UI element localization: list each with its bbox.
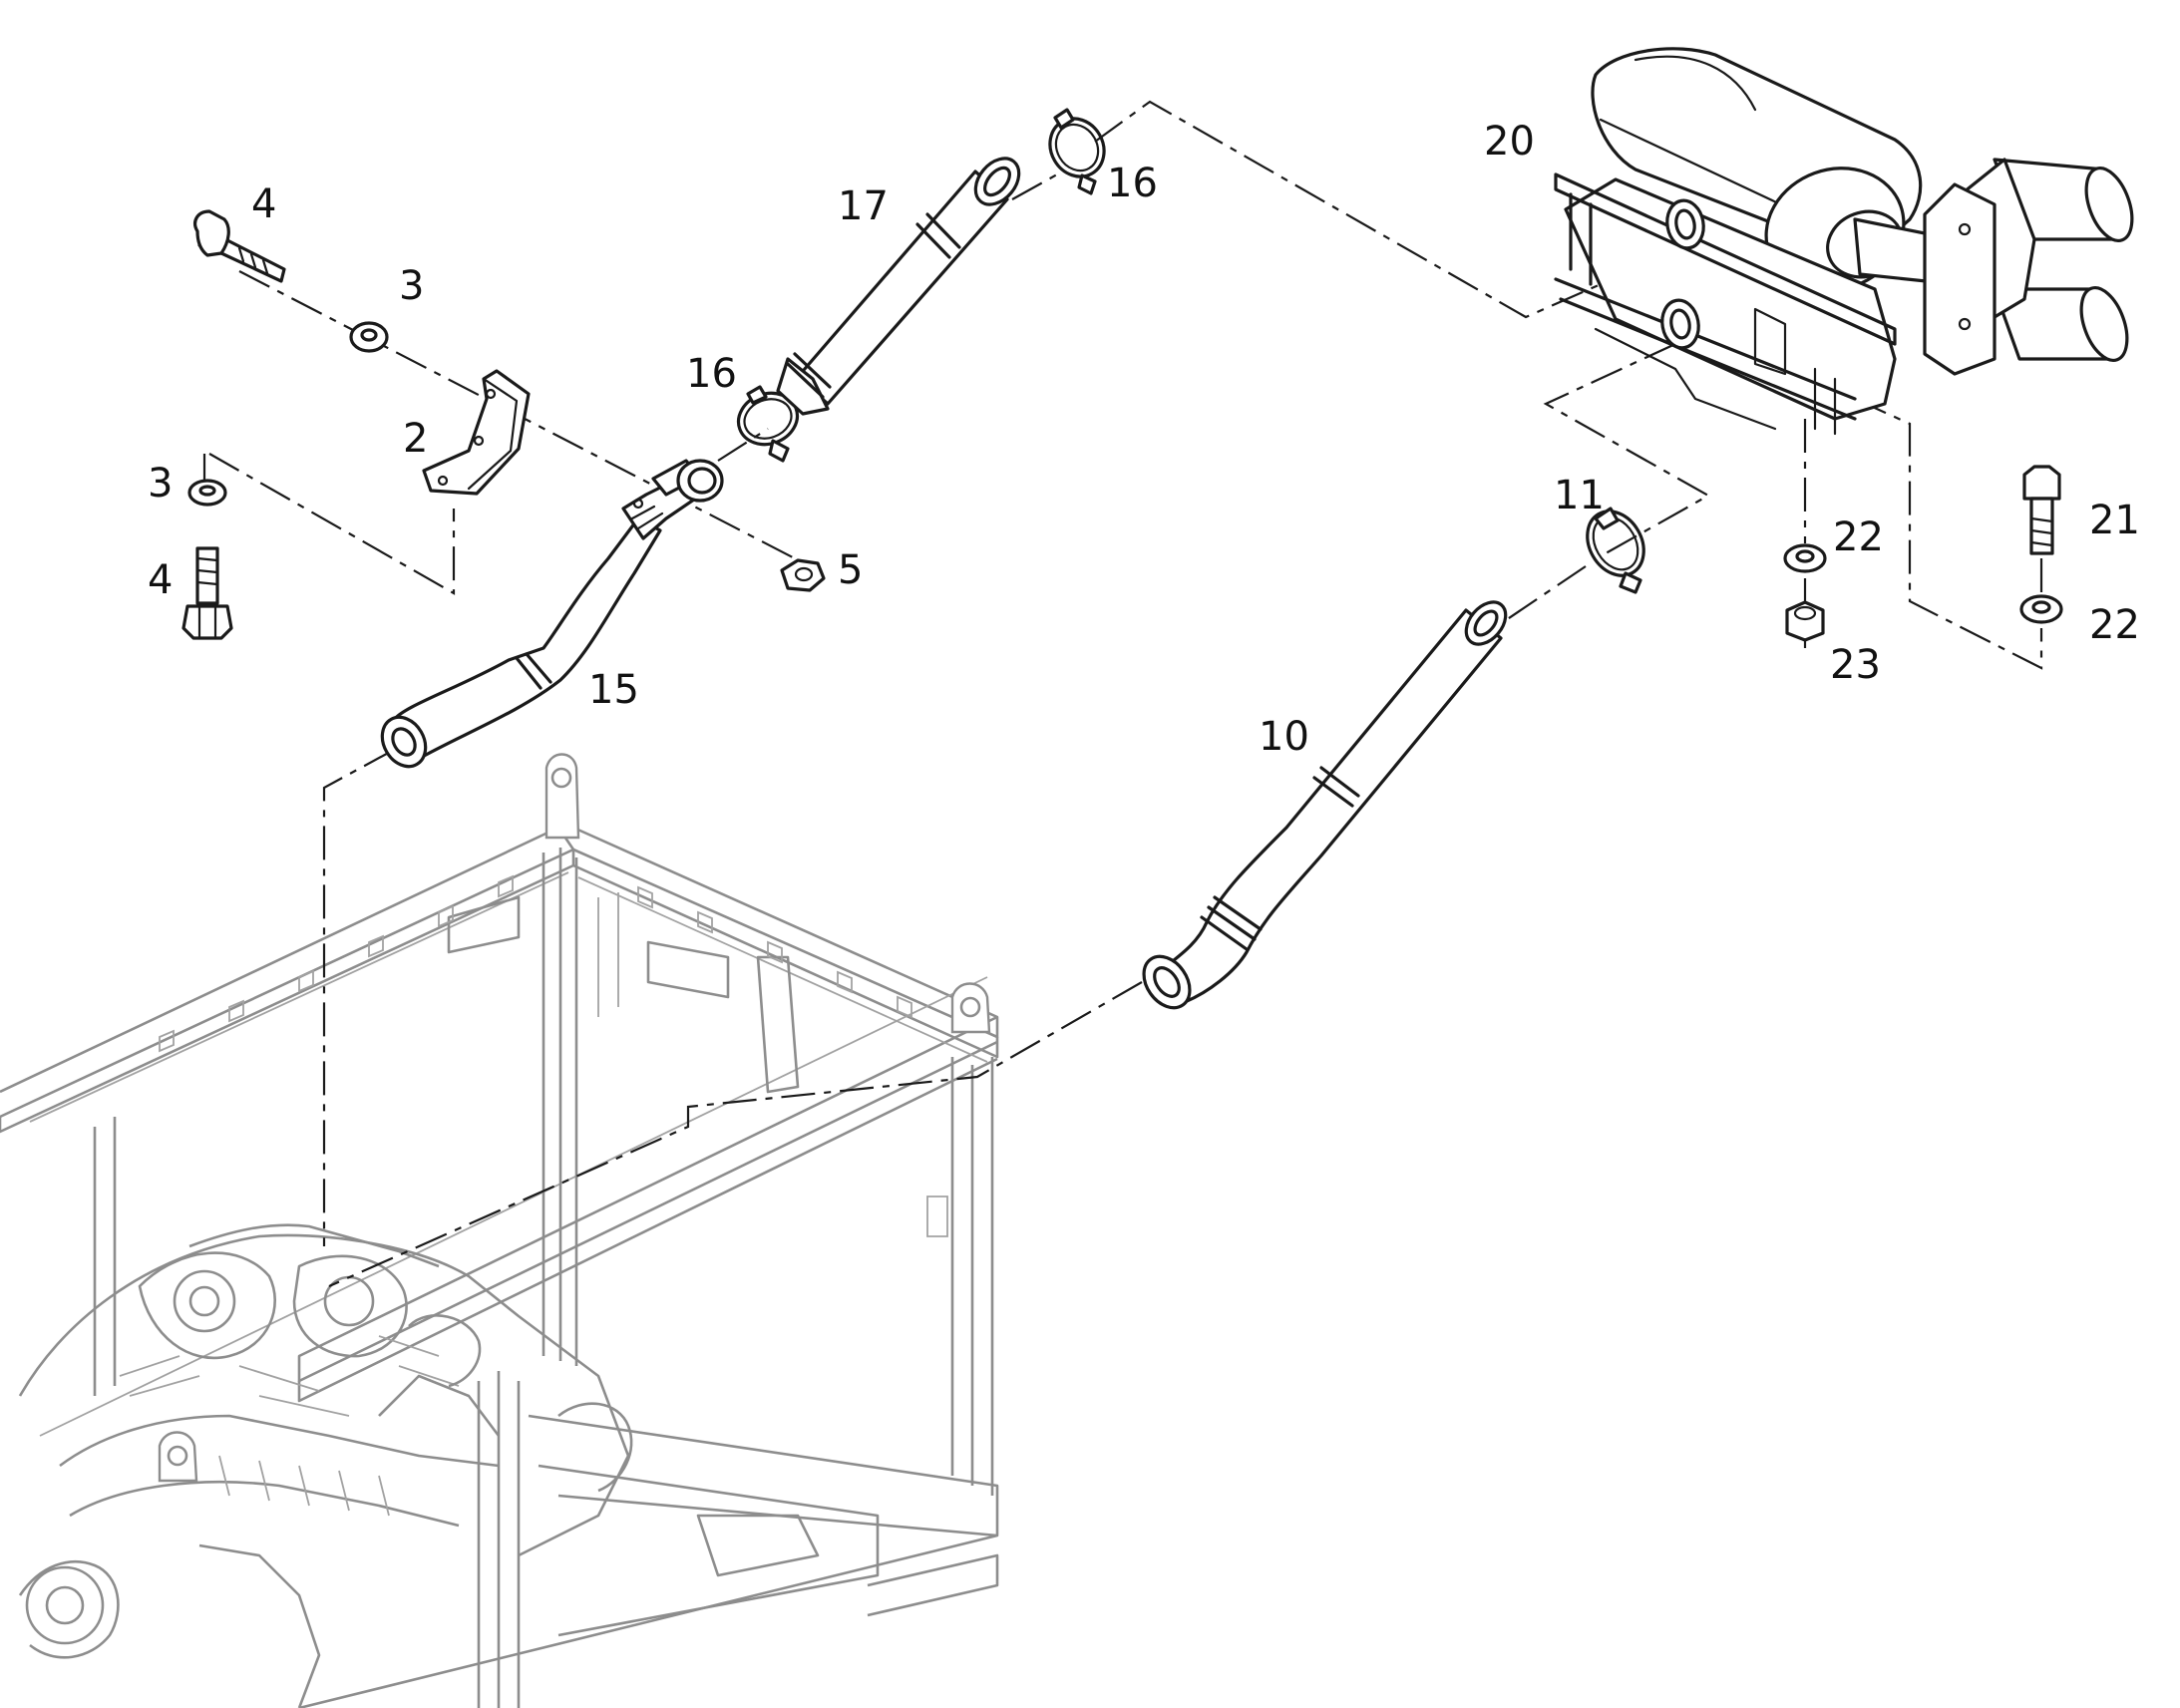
label-part-21: 21 bbox=[2089, 498, 2140, 543]
part-22-washer-right[interactable] bbox=[2019, 594, 2063, 624]
part-15-exhaust-pipe[interactable] bbox=[374, 459, 724, 775]
label-part-17: 17 bbox=[838, 183, 889, 229]
part-20-muffler-assembly[interactable] bbox=[1554, 47, 2141, 436]
part-21-bolt[interactable] bbox=[2022, 465, 2061, 555]
part-2-mounting-bracket[interactable] bbox=[422, 369, 531, 496]
part-11-clamp[interactable] bbox=[1576, 502, 1654, 594]
chassis-frame bbox=[0, 753, 999, 1708]
part-16-clamp-upper[interactable] bbox=[1039, 108, 1114, 195]
label-part-3-top: 3 bbox=[399, 263, 424, 309]
part-3-washer-lower[interactable] bbox=[187, 479, 227, 507]
part-4-bolt-lower[interactable] bbox=[182, 546, 233, 640]
label-part-20: 20 bbox=[1484, 119, 1535, 165]
label-part-2: 2 bbox=[403, 416, 428, 462]
label-part-15: 15 bbox=[588, 667, 639, 713]
label-part-16-upper: 16 bbox=[1107, 161, 1158, 206]
callout-labels: 4 3 2 3 4 5 15 16 17 16 20 11 10 22 23 2… bbox=[148, 119, 2140, 760]
part-17-exhaust-pipe[interactable] bbox=[776, 151, 1028, 416]
label-part-10: 10 bbox=[1259, 714, 1309, 760]
label-part-23: 23 bbox=[1830, 642, 1881, 688]
part-22-washer-left[interactable] bbox=[1783, 543, 1827, 573]
label-part-11: 11 bbox=[1554, 473, 1605, 518]
part-4-bolt-top[interactable] bbox=[193, 209, 286, 283]
part-3-washer-top[interactable] bbox=[349, 321, 389, 353]
label-part-4-lower: 4 bbox=[148, 557, 173, 603]
assembly-leader-lines bbox=[202, 100, 2043, 1288]
label-part-4-top: 4 bbox=[251, 181, 276, 227]
engine-assembly bbox=[18, 1223, 633, 1708]
part-10-exhaust-pipe[interactable] bbox=[1135, 594, 1514, 1016]
label-part-3-lower: 3 bbox=[148, 461, 173, 507]
label-part-22-left: 22 bbox=[1833, 514, 1884, 560]
label-part-5: 5 bbox=[838, 547, 863, 593]
part-5-nut[interactable] bbox=[780, 558, 826, 592]
part-23-nut[interactable] bbox=[1785, 600, 1825, 642]
label-part-16-lower: 16 bbox=[686, 351, 737, 397]
label-part-22-right: 22 bbox=[2089, 602, 2140, 648]
